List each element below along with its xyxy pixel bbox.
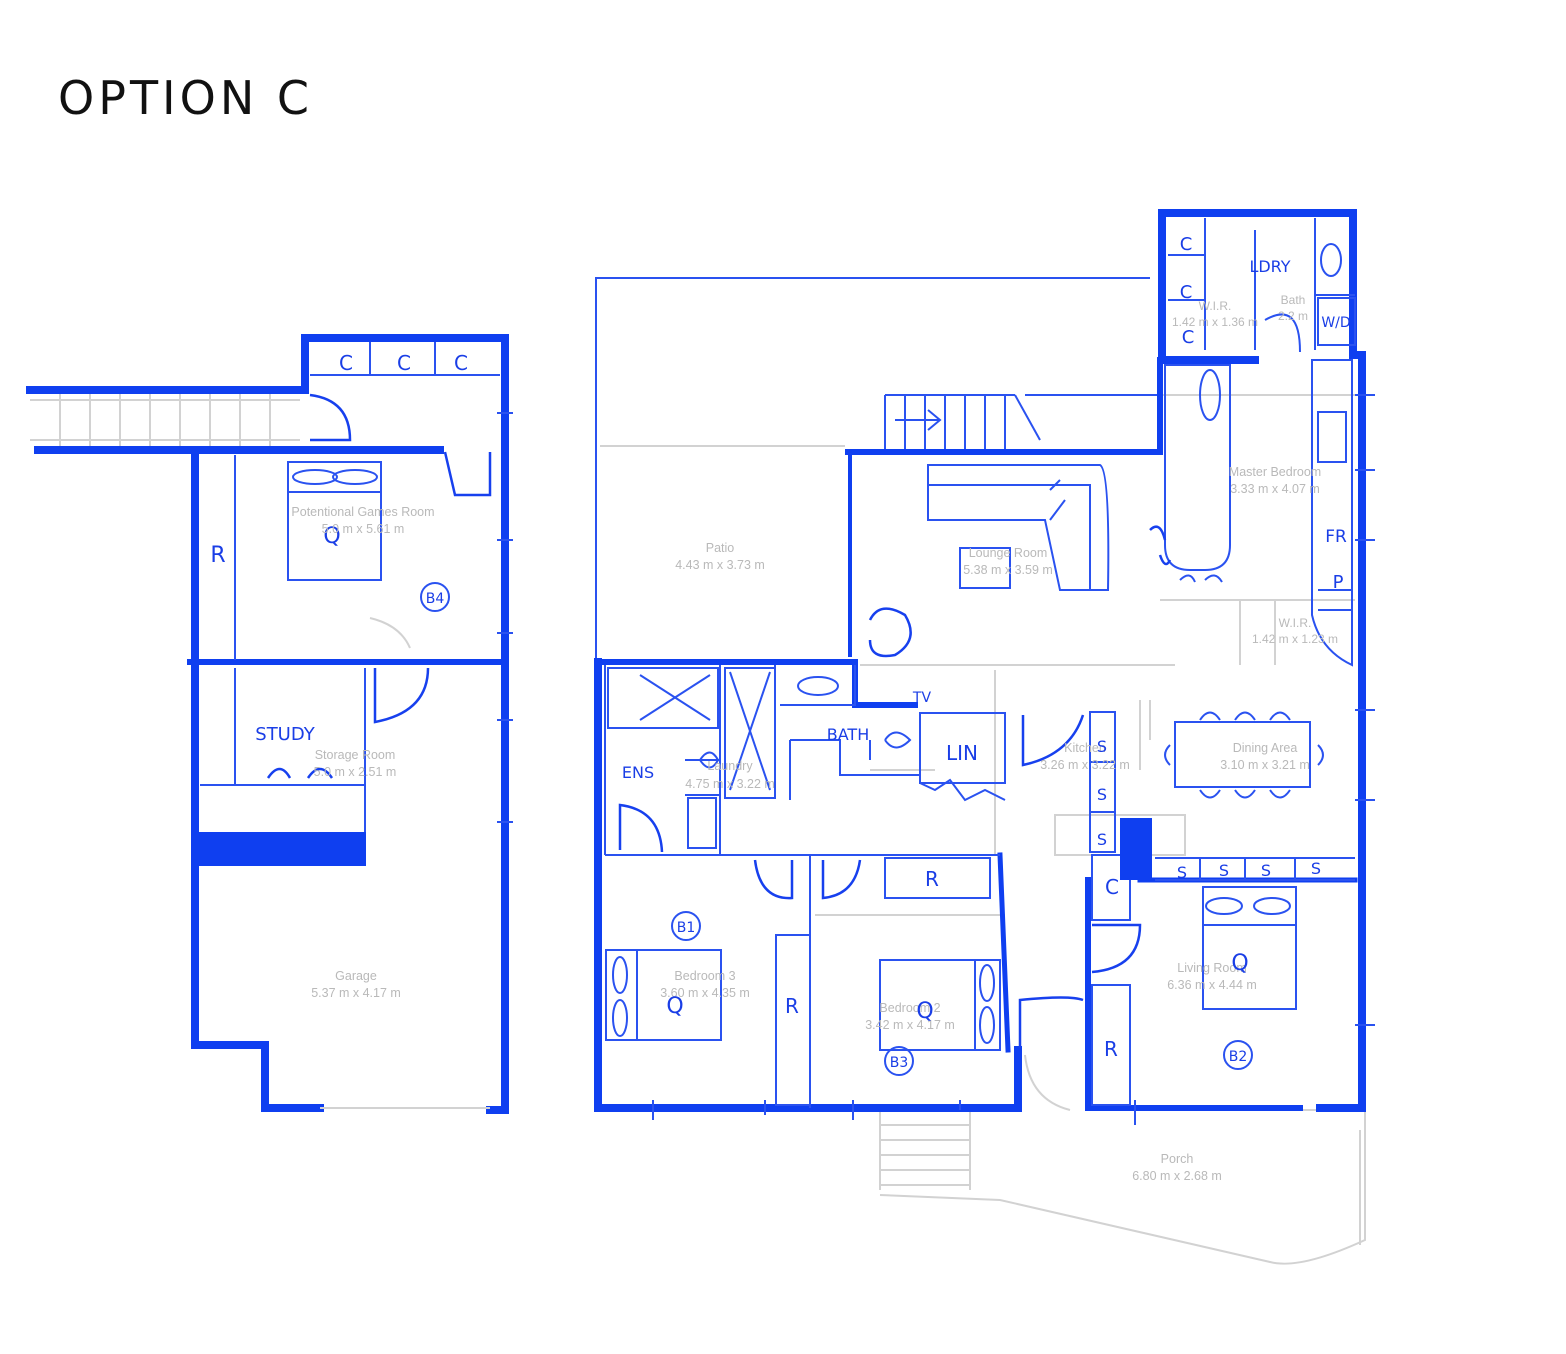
study-label: STUDY	[255, 724, 315, 745]
robe-label: R	[785, 994, 799, 1018]
interior-walls	[604, 218, 1375, 1125]
room-dims-wir-2: 1.42 m x 1.36 m	[1172, 315, 1258, 329]
bed-queen-b4	[287, 461, 382, 581]
wall-block	[1120, 818, 1152, 880]
faint-original-details	[815, 394, 1366, 1265]
shelf-label: S	[1219, 861, 1229, 880]
robe-label: R	[210, 543, 225, 568]
queen-bed-label: Q	[916, 999, 933, 1024]
ensuite-label: ENS	[622, 763, 654, 782]
room-dims-garage: 5.37 m x 4.17 m	[311, 986, 401, 1000]
room-dims-bed2: 3.42 m x 4.17 m	[865, 1018, 955, 1032]
lower-level-labels: C C C R Q Potentional Games Room 5.0 m x…	[210, 351, 468, 1000]
bedroom-marker-b2: B2	[1229, 1049, 1248, 1065]
room-name-wir-2: W.I.R.	[1199, 299, 1232, 313]
room-dims-master: 3.33 m x 4.07 m	[1230, 482, 1320, 496]
room-name-lounge: Lounge Room	[969, 546, 1048, 560]
shelf-label: S	[1097, 737, 1107, 756]
linen-label: LIN	[946, 741, 978, 765]
bedroom-marker-b4: B4	[426, 591, 445, 607]
faint-stair	[30, 392, 300, 448]
shelf-label: S	[1097, 785, 1107, 804]
cupboard-label: C	[1180, 234, 1193, 255]
room-dims-storage: 5.0 m x 2.51 m	[314, 765, 397, 779]
queen-bed-label: Q	[1231, 951, 1248, 976]
robe-label: R	[1104, 1037, 1118, 1061]
robe-label: R	[925, 867, 939, 891]
queen-bed-label: Q	[323, 524, 340, 549]
room-dims-kitchen: 3.26 m x 3.22 m	[1040, 758, 1130, 772]
room-name-master: Master Bedroom	[1229, 465, 1321, 479]
room-name-storage: Storage Room	[315, 748, 396, 762]
room-name-bath: Bath	[1281, 293, 1306, 307]
shelf-label: S	[1261, 861, 1271, 880]
room-name-bed3: Bedroom 3	[674, 969, 735, 983]
room-dims-wir: 1.42 m x 1.23 m	[1252, 632, 1338, 646]
room-dims-laundry: 4.75 m x 3.22 m	[685, 777, 775, 791]
shelf-label: S	[1311, 859, 1321, 878]
room-dims-bath: 2.2 m	[1278, 309, 1308, 323]
room-name-porch: Porch	[1161, 1152, 1194, 1166]
shelf-label: S	[1097, 830, 1107, 849]
room-name-patio: Patio	[706, 541, 735, 555]
bedroom-marker-circle	[420, 582, 450, 612]
room-dims-games: 5.0 m x 5.61 m	[322, 522, 405, 536]
queen-bed-label: Q	[666, 994, 683, 1019]
tv-label: TV	[912, 690, 932, 706]
cupboard-label: C	[1182, 327, 1195, 348]
stair	[884, 394, 1160, 450]
cupboard-label: C	[454, 351, 468, 375]
room-dims-lounge: 5.38 m x 3.59 m	[963, 563, 1053, 577]
washer-dryer-label: W/D	[1321, 315, 1350, 331]
fridge-label: FR	[1325, 527, 1347, 547]
room-name-living: Living Room	[1177, 961, 1246, 975]
cupboard-label: C	[1105, 875, 1119, 899]
room-name-games: Potentional Games Room	[291, 505, 434, 519]
wall-block	[198, 832, 366, 866]
doors	[618, 525, 1172, 1048]
pantry-label: P	[1333, 572, 1344, 593]
cupboard-label: C	[397, 351, 411, 375]
shelf-label: S	[1177, 863, 1187, 882]
room-dims-dining: 3.10 m x 3.21 m	[1220, 758, 1310, 772]
cupboard-label: C	[339, 351, 353, 375]
cupboard-label: C	[1180, 282, 1193, 303]
room-name-laundry: Laundry	[707, 759, 753, 773]
bedroom-marker-b3: B3	[890, 1055, 909, 1071]
room-name-wir: W.I.R.	[1279, 616, 1312, 630]
upper-level-labels: Patio 4.43 m x 3.73 m Lounge Room 5.38 m…	[622, 234, 1351, 1183]
room-name-garage: Garage	[335, 969, 377, 983]
page-title: OPTION C	[58, 71, 313, 125]
lower-level-plan	[26, 334, 513, 1114]
room-name-bed2: Bedroom 2	[879, 1001, 940, 1015]
room-dims-bed3: 3.60 m x 4.35 m	[660, 986, 750, 1000]
room-dims-living: 6.36 m x 4.44 m	[1167, 978, 1257, 992]
upper-level-plan	[594, 209, 1375, 1265]
room-name-dining: Dining Area	[1233, 741, 1298, 755]
laundry-label: LDRY	[1249, 257, 1290, 276]
bath-label: BATH	[827, 725, 869, 744]
bedroom-marker-b1: B1	[677, 920, 696, 936]
room-name-kitchen: Kitchen	[1064, 741, 1106, 755]
room-dims-porch: 6.80 m x 2.68 m	[1132, 1169, 1222, 1183]
room-dims-patio: 4.43 m x 3.73 m	[675, 558, 765, 572]
